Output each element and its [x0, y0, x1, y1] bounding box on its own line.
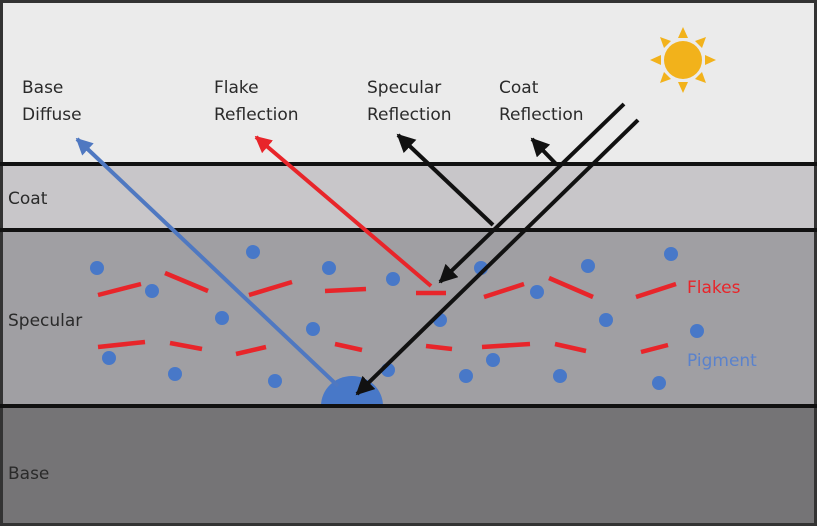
- metallic-flakes: [97, 270, 677, 357]
- specular-reflection-ray: [396, 133, 495, 227]
- base-diffuse-ray: [75, 137, 340, 388]
- coat-reflection-label: Coat Reflection: [499, 78, 584, 125]
- coat-reflection-ray: [530, 137, 559, 167]
- pigment-particles: [90, 245, 704, 390]
- base-layer: [0, 406, 817, 526]
- specular-reflection-label: Specular Reflection: [367, 78, 452, 125]
- pigment-legend-label: Pigment: [687, 351, 757, 371]
- base-layer-label: Base: [8, 464, 49, 484]
- flake-reflection-ray: [254, 135, 433, 288]
- incident-ray-to-base: [355, 118, 640, 396]
- incident-ray-to-flake: [438, 102, 626, 284]
- specular-layer: [0, 230, 817, 406]
- flake-reflection-label: Flake Reflection: [214, 78, 299, 125]
- coat-layer: [0, 164, 817, 230]
- specular-layer-label: Specular: [8, 311, 82, 331]
- sun-icon: [650, 27, 716, 93]
- flakes-legend-label: Flakes: [687, 278, 741, 298]
- coat-layer-label: Coat: [8, 189, 48, 209]
- base-diffuse-label: Base Diffuse: [22, 78, 82, 125]
- layer-boundaries: [0, 162, 817, 408]
